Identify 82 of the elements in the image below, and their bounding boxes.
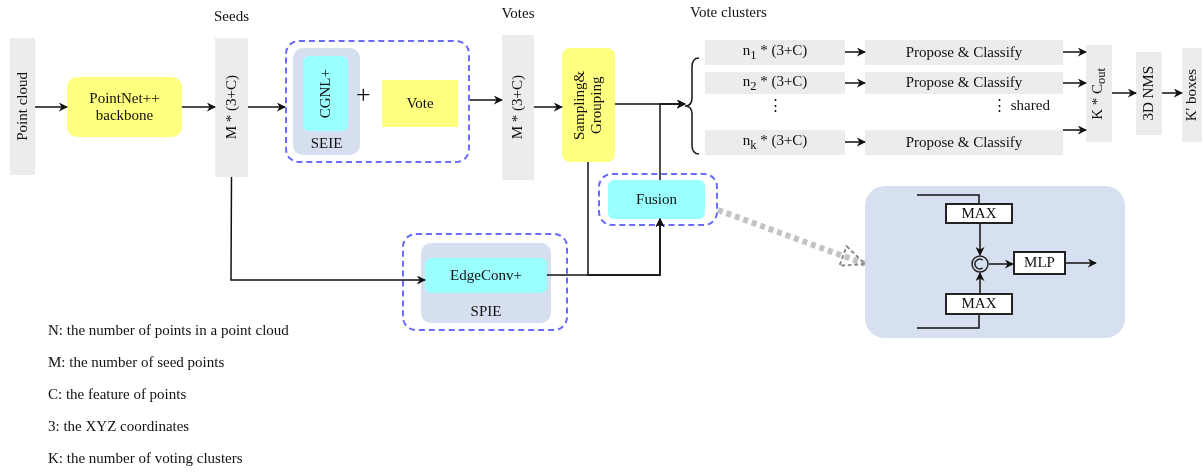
arrow — [1111, 88, 1137, 98]
ellipsis-label: ⋮ — [768, 96, 783, 114]
node-label: MLP — [1024, 254, 1055, 272]
operation-box — [945, 203, 1013, 224]
operation-box — [945, 293, 1013, 315]
node-label: EdgeConv+ — [450, 266, 522, 285]
node-label: 3D NMS — [1140, 66, 1158, 121]
node-label: Propose & Classify — [905, 74, 1023, 92]
node-label: MAX — [961, 204, 997, 223]
submodule-box — [425, 258, 547, 293]
node-label: CGNL+ — [316, 68, 334, 119]
arrow — [469, 95, 503, 105]
data-box — [705, 130, 845, 155]
data-box — [1136, 52, 1162, 135]
arrow — [1062, 125, 1087, 135]
data-box — [865, 72, 1063, 94]
arrow — [844, 47, 866, 57]
note-text: M: the number of seed points — [48, 354, 225, 371]
node-label: Propose & Classify — [905, 43, 1023, 62]
node-label: Fusion — [636, 190, 677, 209]
node-label: n$_{2}$ * (3+C) — [742, 72, 808, 94]
node-label: Vote — [406, 94, 434, 113]
concat-symbol — [971, 255, 989, 273]
arrow — [1062, 47, 1087, 57]
node-label: n$_{1}$ * (3+C) — [742, 42, 808, 63]
arrow — [34, 102, 68, 112]
note-text: K: the number of voting clusters — [48, 450, 243, 467]
node-label: M * (3+C) — [222, 75, 240, 140]
arrow — [247, 102, 286, 112]
note-text: 3: the XYZ coordinates — [48, 418, 190, 435]
node-label: Propose & Classify — [905, 133, 1023, 152]
data-box — [705, 40, 845, 65]
data-box — [1086, 45, 1112, 142]
dashed-group-box — [598, 173, 718, 226]
arrow — [181, 102, 216, 112]
dashed-arrow — [716, 207, 867, 267]
arrow — [1161, 88, 1183, 98]
arrow — [1065, 258, 1097, 268]
data-box — [865, 40, 1063, 65]
node-label: K' boxes — [1183, 68, 1201, 122]
node-label: SPIE — [470, 302, 502, 320]
arrow — [975, 272, 985, 294]
operation-box — [1013, 251, 1066, 275]
node-label: MAX — [961, 295, 997, 313]
module-box — [382, 80, 458, 127]
note-text: N: the number of points in a point cloud — [48, 322, 289, 339]
arrow — [844, 137, 866, 147]
note-label: ⋮ shared — [992, 96, 1050, 114]
data-box — [705, 72, 845, 94]
data-box — [10, 38, 35, 175]
heading-label: Vote clusters — [690, 4, 767, 21]
data-box — [1182, 48, 1202, 142]
arrow — [988, 259, 1014, 269]
node-label: Sampling& Grouping — [571, 69, 606, 142]
node-label: PointNet++ backbone — [88, 89, 161, 125]
plus-sign: + — [356, 80, 371, 110]
arrow — [844, 78, 866, 88]
arrow — [1062, 78, 1087, 88]
module-panel — [421, 243, 551, 323]
arrow — [546, 218, 665, 276]
connector-line — [916, 314, 980, 329]
arrow — [659, 99, 686, 181]
module-box — [562, 48, 615, 162]
node-label: Point cloud — [13, 72, 31, 141]
node-caption: Seeds — [214, 8, 249, 26]
note-text: C: the feature of points — [48, 386, 187, 403]
node-label: n$_{k}$ * (3+C) — [742, 132, 808, 153]
node-caption: Votes — [501, 5, 535, 23]
arrow — [230, 176, 426, 285]
node-label: M * (3+C) — [509, 75, 527, 140]
dashed-group-box — [285, 40, 470, 163]
arrow — [533, 102, 563, 112]
dashed-group-box — [402, 233, 568, 331]
connector-line — [916, 194, 980, 204]
submodule-box — [303, 56, 348, 131]
data-box — [865, 130, 1063, 155]
node-label: SEIE — [310, 134, 343, 152]
module-box — [67, 77, 182, 137]
detail-panel — [865, 186, 1125, 338]
arrow — [975, 223, 985, 256]
submodule-box — [608, 180, 705, 219]
curly-brace — [685, 57, 699, 155]
